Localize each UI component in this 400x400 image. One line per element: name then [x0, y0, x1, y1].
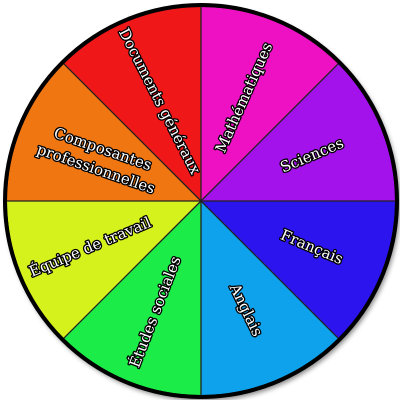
wheel-divider: [200, 63, 339, 202]
wheel-slice: [201, 201, 395, 339]
wheel-rim: [3, 3, 399, 399]
wheel-slice: [201, 201, 339, 395]
wheel-slice: [63, 7, 201, 201]
wheel-divider: [63, 63, 202, 202]
wheel-slices: [7, 7, 395, 395]
wheel-slice: [63, 201, 201, 395]
wheel-divider: [200, 200, 339, 339]
wheel-dividers: [7, 7, 395, 395]
wheel-slice: [7, 201, 201, 339]
wheel-slice: [201, 7, 339, 201]
wheel-divider: [63, 200, 202, 339]
wheel-slice: [201, 63, 395, 201]
wheel-slice: [7, 63, 201, 201]
